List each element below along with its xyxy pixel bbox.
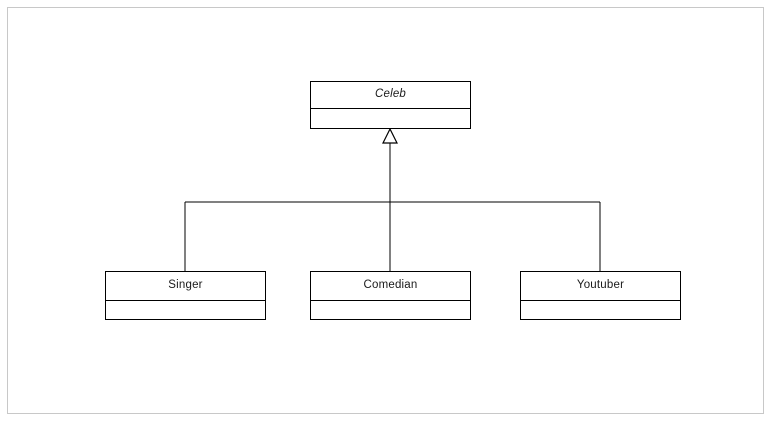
class-box-comedian[interactable]: Comedian	[310, 271, 471, 320]
class-name-celeb: Celeb	[374, 88, 407, 101]
class-box-singer[interactable]: Singer	[105, 271, 266, 320]
class-box-celeb[interactable]: Celeb	[310, 81, 471, 129]
class-box-youtuber[interactable]: Youtuber	[520, 271, 681, 320]
class-name-compartment-celeb: Celeb	[311, 82, 470, 109]
class-attributes-compartment-celeb	[311, 109, 470, 128]
class-attributes-compartment-singer	[106, 301, 265, 319]
class-attributes-compartment-comedian	[311, 301, 470, 319]
class-name-youtuber: Youtuber	[576, 279, 625, 292]
class-name-compartment-comedian: Comedian	[311, 272, 470, 301]
class-name-comedian: Comedian	[363, 279, 418, 292]
class-name-singer: Singer	[168, 279, 203, 292]
class-name-compartment-singer: Singer	[106, 272, 265, 301]
class-attributes-compartment-youtuber	[521, 301, 680, 319]
generalization-arrowhead-icon	[382, 127, 398, 144]
class-name-compartment-youtuber: Youtuber	[521, 272, 680, 301]
